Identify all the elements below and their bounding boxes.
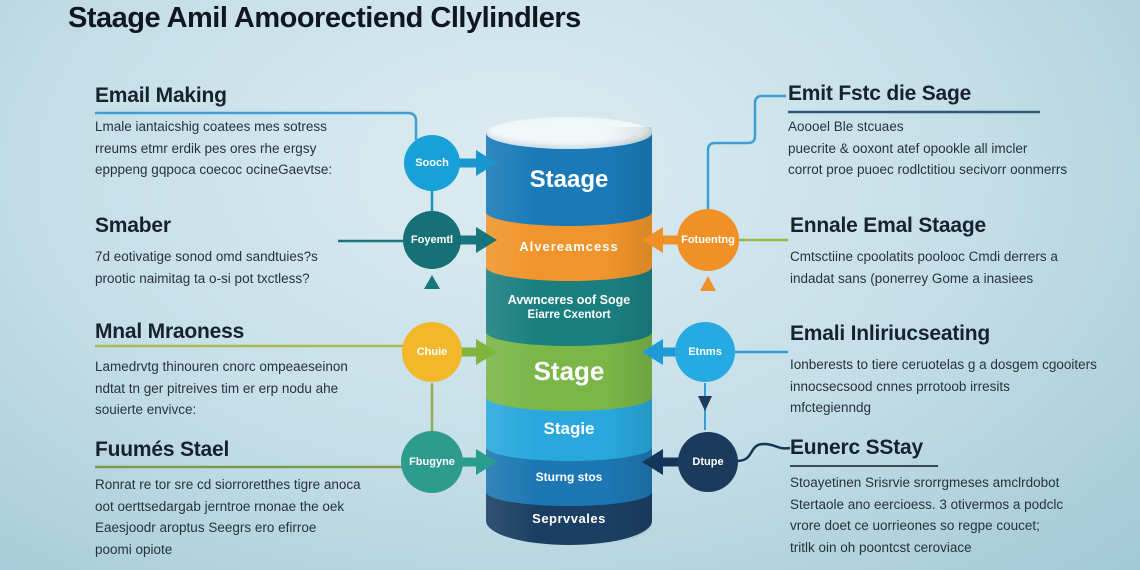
- section-body-line: Stoayetinen Srisrvie srorrgmeses amclrdo…: [790, 475, 1060, 490]
- section-body-line: Cmtsctiine cpoolatits poolooc Cmdi derre…: [790, 249, 1058, 264]
- node-label: Dtupe: [692, 456, 724, 468]
- node-label: Chuie: [416, 346, 448, 358]
- node-circle-dtupe: Dtupe: [678, 432, 738, 492]
- section-body-line: ndtat tn ger pitreives tim er erp nodu a…: [95, 380, 339, 396]
- node-label: Foyemtl: [410, 234, 454, 246]
- segment-label: Alvereamcess: [519, 239, 619, 254]
- up-arrowhead-under-c2: [424, 275, 440, 289]
- section-body-line: rreums etmr erdik pes ores rhe ergsy: [95, 140, 317, 156]
- section-mnal-mraoness: Mnal Mraoness Lamedrvtg thinouren cnorc …: [95, 320, 425, 421]
- segment-label: Sturng stos: [535, 469, 603, 484]
- segment-label: Avwnceres oof Soge: [507, 292, 631, 307]
- section-body-line: Lmale iantaicshig coatees mes sotress: [95, 119, 327, 134]
- section-heading: Email Making: [95, 84, 227, 107]
- node-circle-sooch: Sooch: [404, 135, 460, 191]
- section-heading: Ennale Emal Staage: [790, 214, 986, 237]
- section-body-line: Ronrat re tor sre cd siorroretthes tigre…: [95, 477, 361, 492]
- section-ennale-emal-stage: Ennale Emal Staage Cmtsctiine cpoolatits…: [790, 214, 1120, 289]
- down-arrowhead-c6-c7: [698, 396, 712, 411]
- section-body-line: souierte envivce:: [95, 402, 197, 418]
- node-circle-fbugyne: Fbugyne: [401, 431, 463, 493]
- section-body-line: Aoooel Ble stcuaes: [788, 119, 904, 134]
- section-body-line: indadat sans (ponerrey Gome a inasiees: [790, 270, 1034, 286]
- node-circle-foyemtl: Foyemtl: [403, 211, 461, 269]
- section-heading: Smaber: [95, 214, 171, 237]
- cylinder-top-ellipse: [486, 117, 652, 149]
- section-heading: Fuumés Stael: [95, 438, 230, 461]
- section-heading: Eunerc SStay: [790, 436, 923, 459]
- segment-label: Stage: [533, 356, 605, 386]
- section-fumes-stael: Fuumés Stael Ronrat re tor sre cd siorro…: [95, 438, 425, 560]
- node-label: Sooch: [415, 157, 449, 169]
- section-body-line: oot oerttsedargab jerntroe rnonae the oe…: [95, 498, 345, 514]
- section-body-line: prootic naimitag ta o-si pot txctless?: [95, 270, 310, 286]
- connector-right-4: [736, 442, 791, 463]
- section-body-line: puecrite & ooxont atef opookle all imcle…: [788, 140, 1028, 156]
- section-emit-fstc-sage: Emit Fstc die Sage Aoooel Ble stcuaes pu…: [788, 82, 1118, 181]
- section-body-line: Stertaole ano eercioess. 3 otivermos a p…: [790, 496, 1064, 512]
- section-body-line: epppeng gqpoca coecoc ocineGaevtse:: [95, 162, 333, 178]
- segment-sublabel: Eiarre Cxentort: [527, 308, 611, 321]
- node-circle-etnms: Etnms: [675, 322, 735, 382]
- node-circle-chuie: Chuie: [402, 322, 462, 382]
- up-arrowhead-under-c5: [700, 276, 716, 291]
- cylinder-segment-3: Avwnceres oof Soge Eiarre Cxentort: [486, 267, 652, 346]
- section-body-line: poomi opiote: [95, 541, 173, 557]
- segment-label: Seprvvales: [532, 511, 606, 526]
- section-heading: Mnal Mraoness: [95, 320, 245, 343]
- section-body-line: corrot proe puoec rodlctitiou secivorr o…: [788, 162, 1068, 178]
- section-body-line: tritlk oin oh poontcst ceroviace: [790, 539, 972, 555]
- section-body-line: Lamedrvtg thinouren cnorc ompeaeseinon: [95, 359, 348, 374]
- section-heading: Emit Fstc die Sage: [788, 82, 972, 105]
- section-email-making: Email Making Lmale iantaicshig coatees m…: [95, 84, 425, 181]
- section-eumert-stay: Eunerc SStay Stoayetinen Srisrvie srorrg…: [790, 436, 1120, 558]
- node-label: Etnms: [688, 346, 722, 358]
- section-body-line: mfctegienndg: [790, 400, 872, 416]
- section-emal-inliucseating: Emali Inliriucseating Ionberests to tier…: [790, 322, 1120, 419]
- segment-label: Staage: [529, 165, 609, 193]
- section-body-line: innocsecsood cnnes prrotoob irresits: [790, 378, 1010, 394]
- node-label: Fotuentng: [681, 234, 735, 246]
- node-label: Fbugyne: [409, 456, 455, 468]
- section-body-line: 7d eotivatige sonod omd sandtuies?s: [95, 249, 318, 264]
- node-circle-fotuentng: Fotuentng: [677, 209, 739, 271]
- section-smaber: Smaber 7d eotivatige sonod omd sandtuies…: [95, 214, 425, 289]
- section-body-line: Ionberests to tiere ceruotelas g a dosge…: [790, 357, 1097, 372]
- section-heading: Emali Inliriucseating: [790, 322, 991, 345]
- section-body-line: vrore doet ce uorrieones so regpe coucet…: [790, 518, 1040, 534]
- section-body-line: Eaesjoodr aroptus Seegrs ero efirroe: [95, 520, 317, 536]
- stage-cylinder: Staage Alvereamcess Avwnceres oof Soge E…: [486, 117, 652, 557]
- connector-right-1: [706, 94, 786, 212]
- segment-label: Stagie: [543, 419, 595, 438]
- page-title: Staage Amil Amoorectiend Cllylindlers: [68, 2, 581, 34]
